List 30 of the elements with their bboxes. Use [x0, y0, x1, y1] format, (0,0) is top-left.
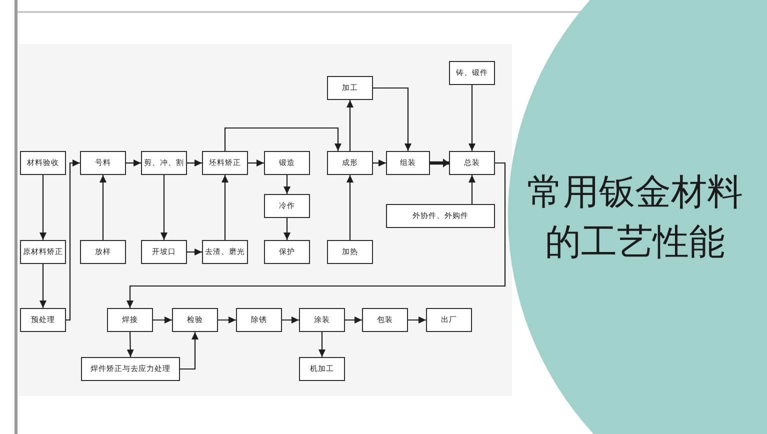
- arrow: [284, 175, 290, 194]
- arrow: [180, 332, 198, 370]
- arrow: [160, 175, 168, 240]
- arrow: [408, 316, 426, 324]
- title: 常用钣金材料的工艺性能: [526, 171, 744, 265]
- arrow: [373, 87, 412, 151]
- arrow: [318, 332, 326, 357]
- arrow: [282, 316, 299, 324]
- arrow: [345, 316, 362, 324]
- arrow: [346, 100, 354, 151]
- arrow: [468, 85, 476, 151]
- arrow: [126, 162, 506, 308]
- arrow: [187, 160, 202, 166]
- arrow: [40, 264, 46, 308]
- arrow: [430, 158, 449, 168]
- arrow: [153, 316, 172, 324]
- arrow: [100, 175, 106, 240]
- arrow: [187, 248, 202, 256]
- arrow: [126, 332, 134, 358]
- arrow: [40, 175, 46, 240]
- arrow: [218, 316, 236, 324]
- arrow: [284, 218, 290, 240]
- arrow: [224, 127, 342, 151]
- arrow: [66, 160, 80, 321]
- arrow: [248, 160, 264, 166]
- arrow: [346, 175, 354, 240]
- arrow: [468, 175, 476, 204]
- arrow: [222, 175, 228, 240]
- arrow: [373, 160, 386, 166]
- arrow: [126, 160, 141, 166]
